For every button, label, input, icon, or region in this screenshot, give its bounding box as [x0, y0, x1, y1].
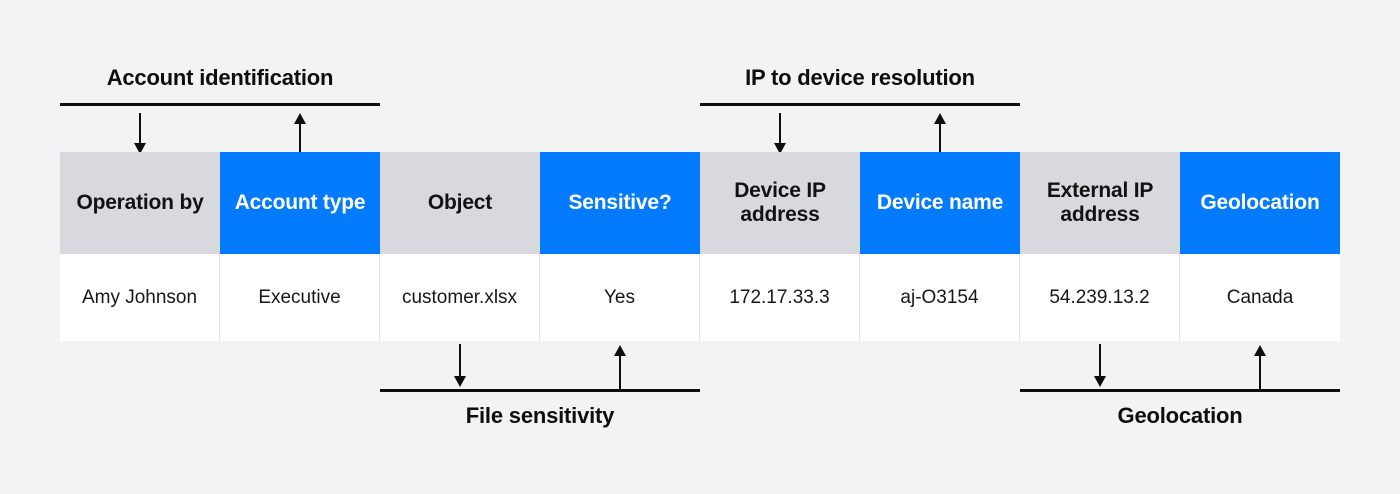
cell-sensitive: Yes: [540, 254, 700, 341]
arrow-up-icon: [291, 113, 309, 156]
arrow-up-icon: [931, 113, 949, 156]
cell-device-ip-address: 172.17.33.3: [700, 254, 860, 341]
cell-external-ip-address: 54.239.13.2: [1020, 254, 1180, 341]
annotation-label-account-identification: Account identification: [106, 65, 334, 90]
annotation-bar: [60, 103, 380, 106]
annotation-label-geolocation: Geolocation: [1117, 403, 1243, 428]
column-header-device-name: Device name: [860, 152, 1020, 254]
annotation-bar: [380, 389, 700, 392]
cell-account-type: Executive: [220, 254, 380, 341]
table-row: Amy Johnson Executive customer.xlsx Yes …: [60, 254, 1340, 341]
arrow-down-icon: [1091, 344, 1109, 388]
column-header-object: Object: [380, 152, 540, 254]
annotation-label-ip-to-device-resolution: IP to device resolution: [745, 65, 975, 90]
arrow-up-icon: [611, 344, 629, 389]
arrow-down-icon: [451, 344, 469, 388]
cell-device-name: aj-O3154: [860, 254, 1020, 341]
cell-object: customer.xlsx: [380, 254, 540, 341]
column-header-geolocation: Geolocation: [1180, 152, 1340, 254]
annotation-bar: [700, 103, 1020, 106]
annotation-label-file-sensitivity: File sensitivity: [465, 403, 615, 428]
column-header-account-type: Account type: [220, 152, 380, 254]
column-header-device-ip-address: Device IP address: [700, 152, 860, 254]
annotation-bar: [1020, 389, 1340, 392]
arrow-down-icon: [771, 113, 789, 155]
cell-operation-by: Amy Johnson: [60, 254, 220, 341]
column-header-operation-by: Operation by: [60, 152, 220, 254]
event-table: Operation by Account type Object Sensiti…: [60, 152, 1340, 341]
column-header-sensitive: Sensitive?: [540, 152, 700, 254]
arrow-down-icon: [131, 113, 149, 155]
cell-geolocation: Canada: [1180, 254, 1340, 341]
column-header-external-ip-address: External IP address: [1020, 152, 1180, 254]
table-header-row: Operation by Account type Object Sensiti…: [60, 152, 1340, 254]
arrow-up-icon: [1251, 344, 1269, 389]
